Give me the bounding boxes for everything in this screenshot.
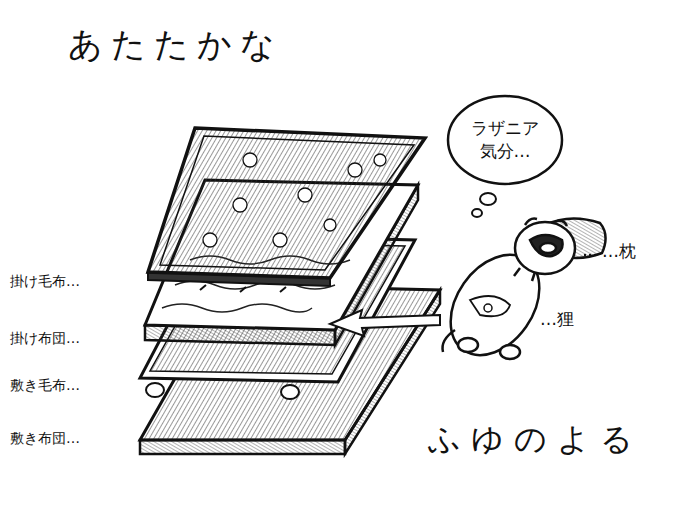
- part-label: 敷き布団…: [10, 430, 80, 448]
- part-label: …狸: [540, 308, 574, 331]
- title: あたたかな: [68, 22, 283, 68]
- thought-text: ラザニア 気分…: [470, 117, 540, 163]
- part-label: 掛け布団…: [10, 330, 80, 348]
- bubble-outline: [446, 94, 564, 186]
- caption: ふゆのよる: [428, 418, 643, 462]
- kake-moufu: [148, 128, 425, 286]
- tanuki: [432, 219, 575, 372]
- thought-bubble: ラザニア 気分…: [446, 94, 564, 186]
- part-label: 敷き毛布…: [10, 377, 80, 395]
- part-label: 掛け毛布…: [10, 273, 80, 291]
- part-label: …枕: [602, 240, 636, 263]
